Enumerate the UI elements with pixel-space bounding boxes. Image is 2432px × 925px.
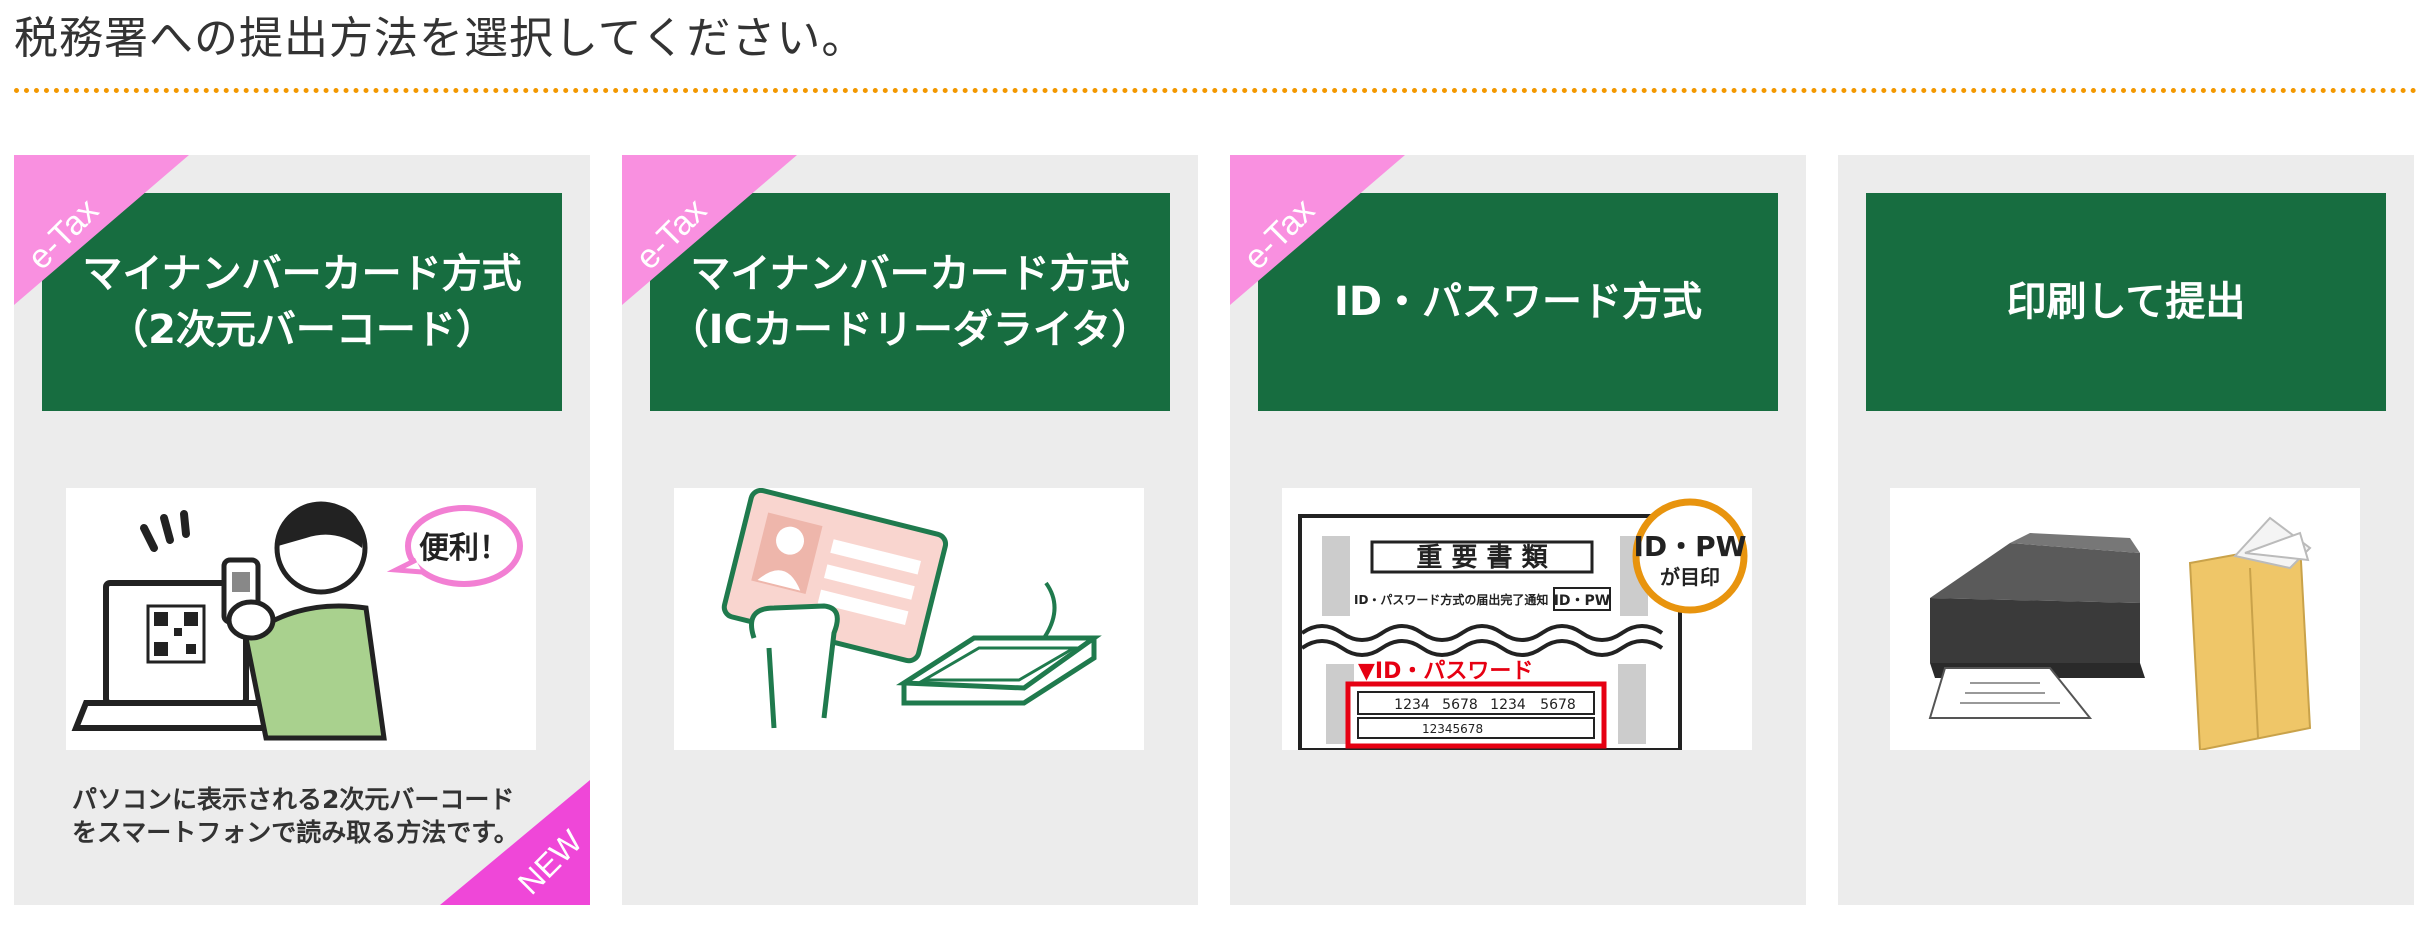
title-divider xyxy=(14,88,2418,93)
new-badge xyxy=(440,780,590,905)
etax-badge xyxy=(14,155,189,305)
card-header-line: （ICカードリーダライタ） xyxy=(668,307,1152,353)
id-password-notice-illustration: 重 要 書 類 ID・パスワード方式の届出完了通知 ID・PW ▼ID・パスワー… xyxy=(1282,488,1752,750)
svg-text:が目印: が目印 xyxy=(1660,565,1720,589)
smartphone-qr-illustration: 便利！ xyxy=(66,488,536,750)
etax-badge xyxy=(622,155,797,305)
method-card-id-password[interactable]: ID・パスワード方式 e-Tax 重 要 書 類 ID・パスワード方式の届出完了… xyxy=(1230,155,1806,905)
svg-text:▼ID・パスワード: ▼ID・パスワード xyxy=(1358,659,1533,684)
page-title: 税務署への提出方法を選択してください。 xyxy=(14,13,867,64)
method-card-mynumber-qr[interactable]: マイナンバーカード方式 （2次元バーコード） e-Tax xyxy=(14,155,590,905)
svg-text:12345678: 12345678 xyxy=(1422,722,1483,736)
svg-text:1234: 1234 xyxy=(1490,697,1526,713)
printer-envelope-illustration xyxy=(1890,488,2360,750)
ic-card-reader-illustration xyxy=(674,488,1144,750)
svg-text:1234: 1234 xyxy=(1394,697,1430,713)
etax-badge xyxy=(1230,155,1405,305)
svg-text:ID・パスワード方式の届出完了通知: ID・パスワード方式の届出完了通知 xyxy=(1354,592,1548,607)
svg-text:5678: 5678 xyxy=(1540,697,1576,713)
svg-text:ID・PW: ID・PW xyxy=(1554,593,1611,609)
speech-bubble-text: 便利！ xyxy=(419,531,509,566)
card-header-line: 印刷して提出 xyxy=(2006,279,2246,325)
svg-text:5678: 5678 xyxy=(1442,697,1478,713)
method-card-mynumber-ic[interactable]: マイナンバーカード方式 （ICカードリーダライタ） e-Tax xyxy=(622,155,1198,905)
svg-text:ID・PW: ID・PW xyxy=(1633,530,1746,563)
method-card-print[interactable]: 印刷して提出 xyxy=(1838,155,2414,905)
card-header: 印刷して提出 xyxy=(1866,193,2386,411)
svg-text:重 要 書 類: 重 要 書 類 xyxy=(1416,543,1548,573)
card-header-line: （2次元バーコード） xyxy=(108,307,496,353)
